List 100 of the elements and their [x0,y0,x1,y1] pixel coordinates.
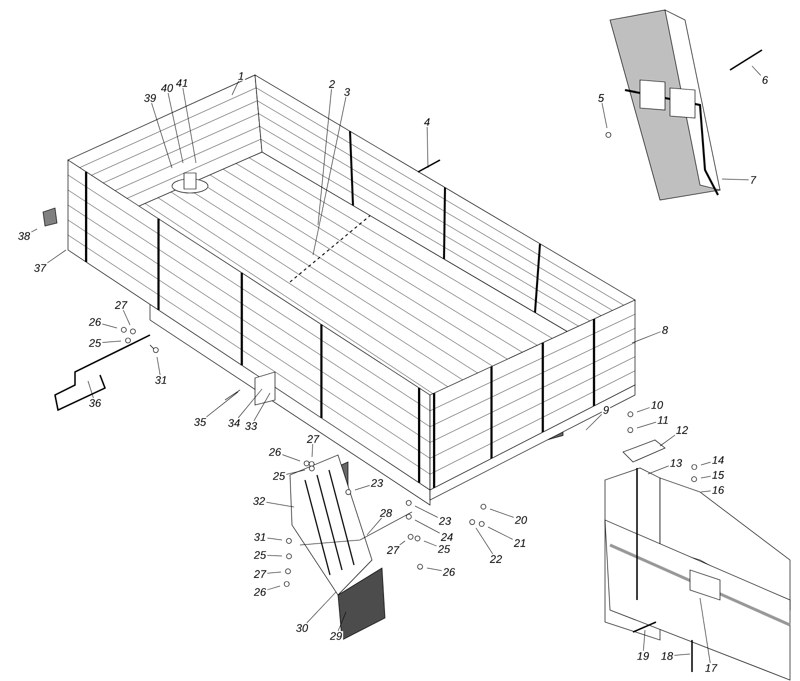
callout-number: 36 [88,398,102,408]
leader-line [151,102,172,168]
callout-number: 12 [674,425,690,435]
callout-number: 26 [268,447,282,457]
callout-number: 26 [442,567,456,577]
callout-number: 25 [88,338,102,348]
callout-number: 20 [514,515,528,525]
leader-line [636,407,650,412]
callout-number: 10 [650,400,664,410]
leader-line [266,502,294,508]
callout-number: 23 [370,478,384,488]
leader-line [752,66,761,76]
leader-line [306,592,336,624]
callout-number: 38 [16,231,32,241]
callout-number: 37 [32,263,48,273]
callout-number: 3 [342,87,352,97]
callout-number: 31 [154,375,168,385]
leader-line [700,598,710,664]
leader-line [102,340,122,343]
leader-line [399,540,406,546]
callout-number: 27 [386,545,400,555]
callout-number: 33 [244,421,258,431]
leader-line [156,356,160,376]
callout-number: 5 [596,93,606,103]
callout-number: 22 [488,554,504,564]
callout-number: 8 [660,325,670,335]
callout-number: 13 [668,458,684,468]
callout-number: 32 [252,496,266,506]
callout-number: 27 [252,569,268,579]
leader-line [232,80,239,96]
leader-line [182,88,196,164]
callout-number: 7 [748,175,758,185]
leader-line [643,630,646,652]
leader-line [488,526,513,540]
leader-line [354,485,370,490]
callout-number: 23 [438,516,452,526]
leader-line [123,310,130,326]
callout-number: 41 [174,78,190,88]
leader-line [636,422,656,428]
leader-line [312,444,313,458]
leader-line [206,392,238,418]
callout-number: 25 [436,544,452,554]
leader-line [414,506,438,518]
callout-number: 28 [378,508,394,518]
leader-line [267,538,282,540]
leader-line [31,228,38,232]
callout-number: 17 [704,663,718,673]
callout-number: 19 [636,651,650,661]
leader-line [267,586,280,590]
callout-number: 27 [114,300,128,310]
leader-line [700,462,711,466]
callout-number: 2 [328,79,336,89]
callout-number: 25 [272,471,286,481]
leader-line [238,388,262,418]
callout-number: 6 [760,75,770,85]
callout-number: 30 [294,623,310,633]
leader-line [282,454,300,462]
callout-number: 11 [656,415,670,425]
callout-number: 26 [252,587,268,597]
callout-number: 35 [192,417,208,427]
callout-number: 26 [88,317,102,327]
leader-line [602,102,608,128]
leader-line [674,654,690,656]
callout-number: 4 [422,117,432,127]
callout-number: 27 [306,434,320,444]
leader-line [338,612,346,632]
leader-line [426,568,442,571]
leader-line [648,466,669,474]
leader-line [426,126,428,168]
callout-number: 16 [710,485,726,495]
leader-line [318,88,332,226]
leader-line [414,520,440,534]
leader-line [286,470,306,475]
leader-line [254,392,270,422]
leader-line [267,572,282,574]
callout-number: 29 [328,631,344,641]
leader-line [312,96,346,256]
leader-line [88,380,94,398]
callout-number: 24 [440,532,454,542]
leader-line [267,555,282,556]
leader-line [660,434,676,446]
callout-number: 1 [236,71,246,81]
leader-line [632,331,661,344]
callout-number: 25 [252,550,268,560]
leader-line [586,414,602,430]
callout-number: 39 [142,93,158,103]
callout-number: 18 [660,651,674,661]
callout-number: 15 [710,470,726,480]
leader-line [424,540,437,546]
callout-number: 21 [512,538,528,548]
leader-line [366,518,382,536]
callout-number: 31 [252,532,268,542]
callout-number: 40 [160,83,174,93]
leader-line [47,250,66,264]
leader-line [700,490,711,492]
leader-line [490,508,514,518]
leader-line [102,324,118,328]
callout-number: 14 [710,455,726,465]
leader-line [700,476,711,478]
leader-line [722,178,749,180]
